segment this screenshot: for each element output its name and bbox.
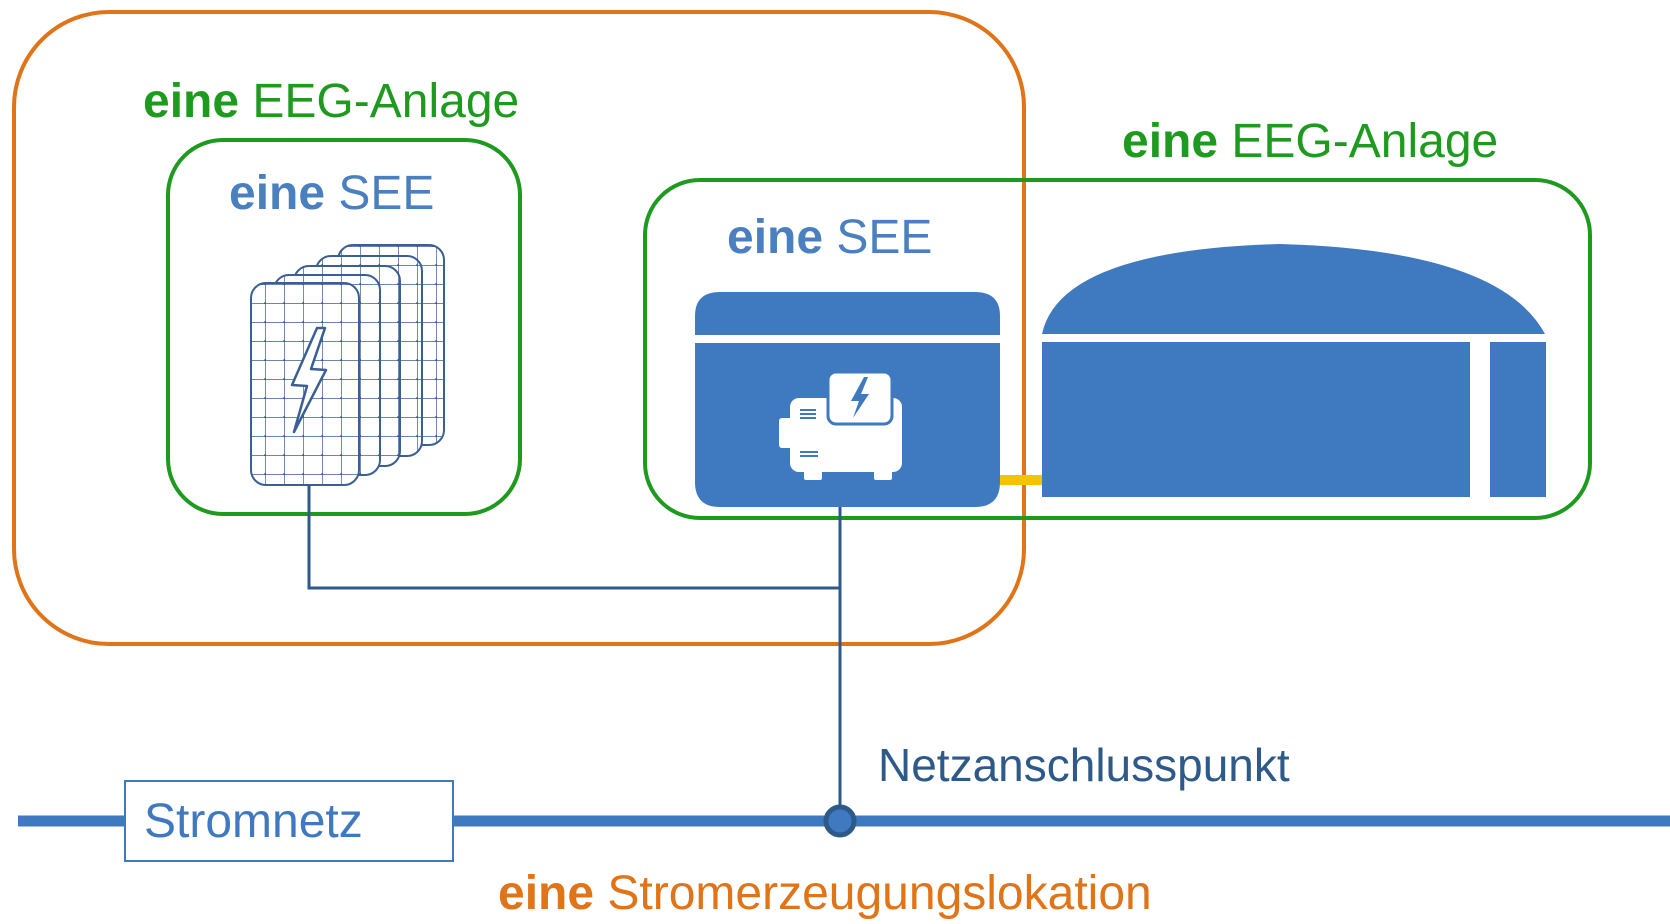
generator-icon <box>779 370 902 480</box>
unit-left-label: eine SEE <box>229 170 434 218</box>
lightning-icon <box>290 326 328 434</box>
installation-left-text: EEG-Anlage <box>252 75 520 128</box>
location-prefix: eine <box>498 867 595 920</box>
solar-panel-stack-icon <box>250 244 445 486</box>
location-boundary <box>12 10 1026 646</box>
location-text: Stromerzeugungslokation <box>607 867 1152 920</box>
unit-left-prefix: eine <box>229 167 326 220</box>
grid-label: Stromnetz <box>144 794 363 848</box>
connection-point-icon <box>823 804 857 838</box>
installation-left-boundary <box>166 138 522 516</box>
installation-right-prefix: eine <box>1122 115 1219 168</box>
unit-right-prefix: eine <box>727 211 824 264</box>
installation-right-boundary <box>643 178 1592 520</box>
unit-left-text: SEE <box>338 167 435 220</box>
installation-left-label: eine EEG-Anlage <box>143 78 519 126</box>
biogas-digester-icon <box>1042 244 1546 497</box>
location-label: eine Stromerzeugungslokation <box>498 870 1152 918</box>
grid-label-box: Stromnetz <box>124 780 454 862</box>
unit-right-label: eine SEE <box>727 214 932 262</box>
installation-right-text: EEG-Anlage <box>1231 115 1499 168</box>
installation-left-prefix: eine <box>143 75 240 128</box>
connection-line-solar <box>307 485 840 590</box>
unit-right-text: SEE <box>836 211 933 264</box>
installation-right-label: eine EEG-Anlage <box>1122 118 1498 166</box>
connection-point-label: Netzanschlusspunkt <box>878 739 1290 791</box>
generator-container-icon <box>695 292 1000 507</box>
